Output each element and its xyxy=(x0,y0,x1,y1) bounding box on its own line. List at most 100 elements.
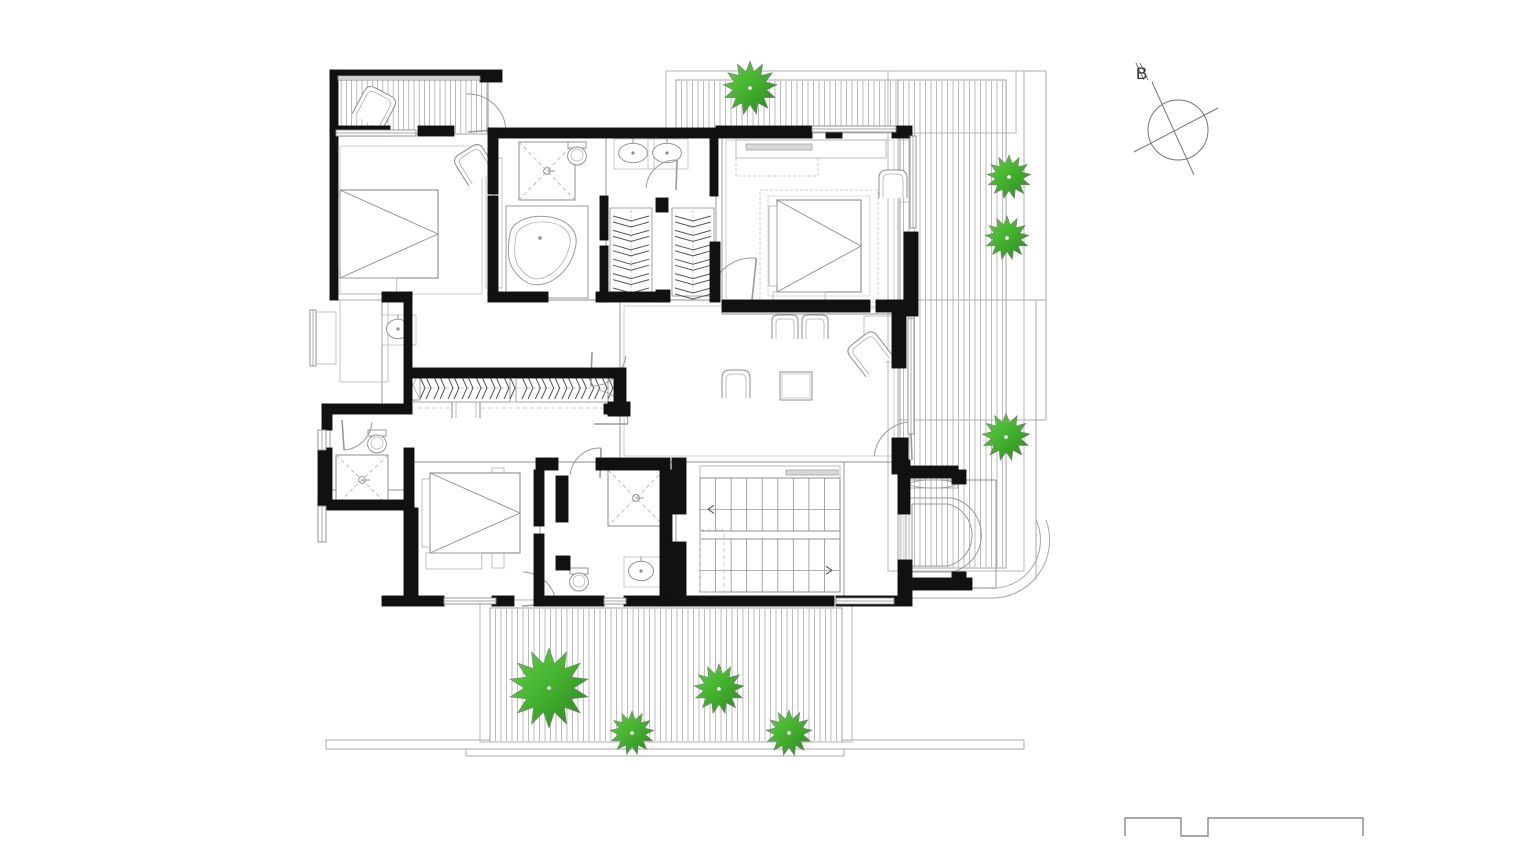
wall-master-right xyxy=(903,231,919,317)
closet-rod-corridor-left-hanger-b-1 xyxy=(439,376,446,400)
compass-needle-a xyxy=(1139,62,1149,81)
door-powder-room-leaf xyxy=(341,419,345,450)
armchair-bedroom-nw-inner xyxy=(459,149,493,185)
closet-rod-b-hanger-b-4 xyxy=(674,279,712,286)
wall-balcony-east-br xyxy=(951,571,967,587)
wall-bedroom-nw-left xyxy=(329,135,339,301)
armchair-living xyxy=(721,369,751,398)
tree-east-mid-center xyxy=(1004,235,1010,241)
terrace-group xyxy=(335,70,1036,743)
wall-stairhall-left-b xyxy=(671,541,687,607)
wall-powder-bottom xyxy=(317,499,415,511)
closet-rod-corridor-left-hanger-3 xyxy=(461,376,468,400)
wall-bath-mid xyxy=(599,195,609,241)
closet-rod-corridor-right-hanger-b-2 xyxy=(554,376,561,400)
wall-bath-bottom xyxy=(487,291,549,303)
closet-rod-b-hanger-b-1 xyxy=(674,235,712,242)
door-master-bedroom-leaf xyxy=(751,258,758,301)
section-step-marker xyxy=(1124,817,1364,837)
wall-living-left-n xyxy=(607,401,631,417)
bed-bedroom-sw-fold2 xyxy=(429,512,521,554)
closet-rod-corridor-right xyxy=(515,373,609,403)
structural-wall-group xyxy=(309,69,973,607)
tree-south-large-center xyxy=(546,685,552,691)
wall-southbath-bottom-b xyxy=(623,595,673,607)
compass-axis-a xyxy=(1133,107,1219,153)
closet-rod-a-hanger-b-2 xyxy=(612,250,650,257)
door-master-bath-leaf xyxy=(675,159,678,191)
bed-bedroom-sw-nightstand xyxy=(421,478,431,548)
bed-bedroom-sw-bench xyxy=(425,552,483,570)
wall-southbath-bottom xyxy=(533,595,605,607)
closet-rod-corridor-right-hanger-b-4 xyxy=(580,376,587,400)
tree-east-upper-center xyxy=(1006,174,1012,180)
bathtub-master-drain xyxy=(538,236,542,240)
closet-rod-b-hanger-b-0 xyxy=(674,221,712,228)
closet-rod-b-hanger-2 xyxy=(674,244,712,251)
wall-vanity-right xyxy=(709,135,719,197)
closet-rod-corridor-left-hanger-6 xyxy=(503,376,510,400)
closet-rod-corridor-left-hanger-4 xyxy=(475,376,482,400)
armchair-living-inner xyxy=(725,373,747,398)
wall-stairhall-bottom xyxy=(685,595,835,607)
wall-bedroom-sw-bottom xyxy=(381,595,445,607)
toilet-south-bath-bowl xyxy=(569,572,589,592)
closet-rod-b-hanger-0 xyxy=(674,215,712,222)
bathtub-master xyxy=(507,215,577,286)
toilet-powder-bowl xyxy=(367,434,387,454)
wall-master-bottom xyxy=(721,299,871,313)
coffee-table xyxy=(779,371,813,401)
tree-north-center xyxy=(747,85,753,91)
cabinet-master-head xyxy=(735,139,887,159)
closet-rod-corridor-left-hanger-5 xyxy=(489,376,496,400)
wall-southbath-left-b xyxy=(533,533,545,607)
compass-axis-b xyxy=(1151,81,1195,176)
shower-south-bath-x1 xyxy=(607,469,665,527)
bathtub-master-inner xyxy=(514,221,571,280)
closet-rod-b-hanger-b-2 xyxy=(674,250,712,257)
wall-bath-left-l xyxy=(487,195,499,301)
ottoman-right xyxy=(801,314,829,339)
shower-south-bath-x2 xyxy=(607,469,665,527)
closet-rod-corridor-right-hanger-3 xyxy=(561,376,568,400)
room-inner-living xyxy=(623,305,895,457)
wall-master-right-l xyxy=(891,299,907,369)
wall-southbath-inner-b xyxy=(555,555,571,571)
closet-rod-corridor-right-hanger-b-5 xyxy=(594,376,601,400)
wall-living-right xyxy=(891,437,909,475)
bed-master xyxy=(776,199,862,293)
sink-niche-drain xyxy=(396,327,400,331)
wall-stairhall-left xyxy=(671,457,687,515)
ottoman-left-inner xyxy=(775,318,795,339)
wall-corridor-top xyxy=(407,367,621,379)
closet-rod-corridor-left-hanger-1 xyxy=(433,376,440,400)
wall-closet-sep-top xyxy=(655,197,669,213)
wall-vanity-top xyxy=(607,127,717,139)
wall-master-top-a xyxy=(715,125,813,139)
armchair-bedroom-nw xyxy=(454,144,497,187)
closet-rod-corridor-left-hanger-0 xyxy=(419,376,426,400)
tree-east-lower-center xyxy=(1003,434,1009,440)
tree-south-small-center xyxy=(629,730,635,736)
armchair-master-inner xyxy=(882,173,904,198)
sink-vanity-right-counter xyxy=(647,138,689,170)
north-arrow xyxy=(1133,62,1219,176)
door-balcony-nw-arc xyxy=(466,93,507,130)
wall-balcony-east-tr xyxy=(951,469,967,485)
stair-handrail xyxy=(785,469,839,476)
closet-rod-a-hanger-b-1 xyxy=(612,235,650,242)
tree-south-right-center xyxy=(786,730,792,736)
door-master-bath-arc xyxy=(645,159,678,188)
closet-rod-a-hanger-0 xyxy=(612,215,650,222)
closet-rod-a-hanger-2 xyxy=(612,244,650,251)
sink-south-bath-drain xyxy=(639,569,643,573)
armchair-balcony-inner xyxy=(355,90,392,129)
sink-niche-counter xyxy=(381,314,417,346)
stair-arrow-down xyxy=(825,565,833,575)
sink-vanity-right-drain xyxy=(665,151,669,155)
closet-rod-a-hanger-4 xyxy=(612,273,650,280)
closet-rod-b-hanger-b-5 xyxy=(674,293,712,300)
bed-master-fold xyxy=(776,199,862,247)
closet-rod-corridor-right-hanger-b-3 xyxy=(567,376,574,400)
